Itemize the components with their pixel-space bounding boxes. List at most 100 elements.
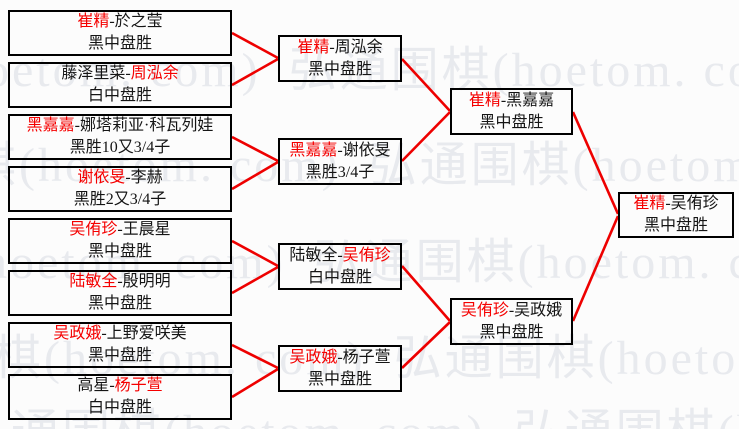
- connector-line: [231, 160, 279, 191]
- match-box-r1-4: 谢依旻-李赫 黑胜2又3/4子: [8, 166, 232, 212]
- match-box-r1-6: 陆敏全-殷明明 黑中盘胜: [8, 270, 232, 316]
- match-box-r1-7: 吴政娥-上野爱咲美 黑中盘胜: [8, 322, 232, 368]
- match-title: 高星-杨子萱: [77, 375, 162, 397]
- connector-line: [231, 367, 279, 399]
- name-separator: -: [109, 13, 115, 30]
- match-box-r2-1: 崔精-周泓余 黑中盘胜: [278, 35, 402, 82]
- player2-name: 杨子萱: [342, 348, 391, 366]
- player1-name: 陆敏全: [69, 273, 118, 290]
- watermark-text: 弘通围棋(hoetom. com): [514, 406, 739, 429]
- match-box-r3-2: 吴侑珍-吴政娥 黑中盘胜: [450, 298, 573, 345]
- match-result: 黑中盘胜: [87, 243, 152, 260]
- match-result: 黑胜2又3/4子: [73, 191, 167, 208]
- connector-line: [231, 31, 279, 60]
- match-box-r1-5: 吴侑珍-王晨星 黑中盘胜: [8, 218, 232, 264]
- connector-line: [571, 111, 620, 215]
- match-box-r2-4: 吴政娥-杨子萱 黑中盘胜: [278, 345, 402, 392]
- name-separator: -: [500, 91, 507, 109]
- match-title: 崔精-吴侑珍: [633, 193, 718, 215]
- connector-line: [231, 135, 279, 163]
- match-title: 谢依旻-李赫: [77, 167, 162, 189]
- player2-name: 娜塔莉亚·科瓦列娃: [80, 117, 214, 134]
- connector-line: [231, 57, 279, 87]
- player2-name: 黑嘉嘉: [506, 91, 555, 109]
- name-separator: -: [665, 195, 671, 212]
- player1-name: 崔精: [77, 13, 110, 30]
- connector-line: [401, 265, 451, 322]
- player2-name: 吴侑珍: [670, 195, 719, 212]
- match-title: 藤泽里菜-周泓余: [61, 63, 178, 85]
- player1-name: 崔精: [468, 91, 501, 109]
- match-box-r2-3: 陆敏全-吴侑珍 白中盘胜: [278, 243, 402, 290]
- match-title: 崔精-於之莹: [77, 11, 162, 33]
- player1-name: 吴政娥: [289, 348, 338, 366]
- player2-name: 吴侑珍: [342, 246, 391, 264]
- watermark-text: 弘通围棋(hoetom. com): [368, 139, 739, 192]
- match-result: 黑中盘胜: [479, 113, 544, 131]
- match-result: 黑中盘胜: [307, 60, 372, 78]
- name-separator: -: [337, 141, 343, 159]
- name-separator: -: [117, 273, 123, 290]
- watermark-row: 弘通围棋(hoetom. com) 弘通围棋(hoetom. com): [0, 392, 739, 429]
- name-separator: -: [109, 377, 115, 394]
- connector-line: [401, 111, 451, 162]
- player2-name: 李赫: [130, 169, 163, 186]
- match-title: 陆敏全-吴侑珍: [289, 245, 390, 267]
- player1-name: 藤泽里菜: [61, 65, 126, 82]
- match-box-r1-3: 黑嘉嘉-娜塔莉亚·科瓦列娃 黑胜10又3/4子: [8, 114, 232, 160]
- match-result: 白中盘胜: [87, 87, 152, 104]
- player1-name: 崔精: [297, 38, 330, 56]
- watermark-text: 弘通围棋(hoetom. com): [0, 44, 261, 97]
- match-title: 吴侑珍-吴政娥: [461, 300, 562, 322]
- match-title: 崔精-黑嘉嘉: [469, 90, 554, 112]
- connector-line: [571, 215, 620, 322]
- name-separator: -: [508, 301, 515, 319]
- player2-name: 上野爱咲美: [106, 325, 187, 342]
- connector-line: [401, 321, 451, 369]
- player1-name: 陆敏全: [289, 246, 338, 264]
- name-separator: -: [117, 221, 123, 238]
- match-title: 吴政娥-上野爱咲美: [53, 323, 186, 345]
- watermark-text: 弘通围棋(hoetom. com): [0, 406, 486, 429]
- match-box-r3-1: 崔精-黑嘉嘉 黑中盘胜: [450, 88, 573, 135]
- player1-name: 黑嘉嘉: [289, 141, 338, 159]
- player1-name: 高星: [77, 377, 110, 394]
- connector-line: [401, 58, 451, 112]
- match-title: 陆敏全-殷明明: [69, 271, 170, 293]
- player1-name: 崔精: [633, 195, 666, 212]
- connector-line: [231, 265, 279, 295]
- match-result: 黑胜3/4子: [305, 163, 375, 181]
- match-result: 黑中盘胜: [307, 370, 372, 388]
- player1-name: 黑嘉嘉: [26, 117, 75, 134]
- name-separator: -: [125, 65, 131, 82]
- match-title: 吴政娥-杨子萱: [289, 347, 390, 369]
- match-result: 白中盘胜: [307, 268, 372, 286]
- player2-name: 王晨星: [122, 221, 171, 238]
- name-separator: -: [74, 117, 80, 134]
- match-result: 黑中盘胜: [87, 347, 152, 364]
- match-result: 黑中盘胜: [87, 35, 152, 52]
- name-separator: -: [329, 38, 335, 56]
- player2-name: 谢依旻: [342, 141, 391, 159]
- match-result: 黑中盘胜: [87, 295, 152, 312]
- name-separator: -: [337, 348, 343, 366]
- match-box-r1-8: 高星-杨子萱 白中盘胜: [8, 374, 232, 420]
- match-title: 黑嘉嘉-谢依旻: [289, 140, 390, 162]
- match-result: 黑胜10又3/4子: [69, 139, 171, 156]
- name-separator: -: [101, 325, 107, 342]
- match-title: 吴侑珍-王晨星: [69, 219, 170, 241]
- connector-line: [231, 239, 279, 268]
- player2-name: 吴政娥: [514, 301, 563, 319]
- player1-name: 吴政娥: [53, 325, 102, 342]
- player2-name: 殷明明: [122, 273, 171, 290]
- match-box-r1-1: 崔精-於之莹 黑中盘胜: [8, 10, 232, 56]
- player2-name: 周泓余: [130, 65, 179, 82]
- match-title: 黑嘉嘉-娜塔莉亚·科瓦列娃: [27, 115, 214, 137]
- player2-name: 杨子萱: [114, 377, 163, 394]
- name-separator: -: [125, 169, 131, 186]
- match-box-r1-2: 藤泽里菜-周泓余 白中盘胜: [8, 62, 232, 108]
- match-result: 白中盘胜: [87, 399, 152, 416]
- player1-name: 吴侑珍: [460, 301, 509, 319]
- match-box-r2-2: 黑嘉嘉-谢依旻 黑胜3/4子: [278, 138, 402, 185]
